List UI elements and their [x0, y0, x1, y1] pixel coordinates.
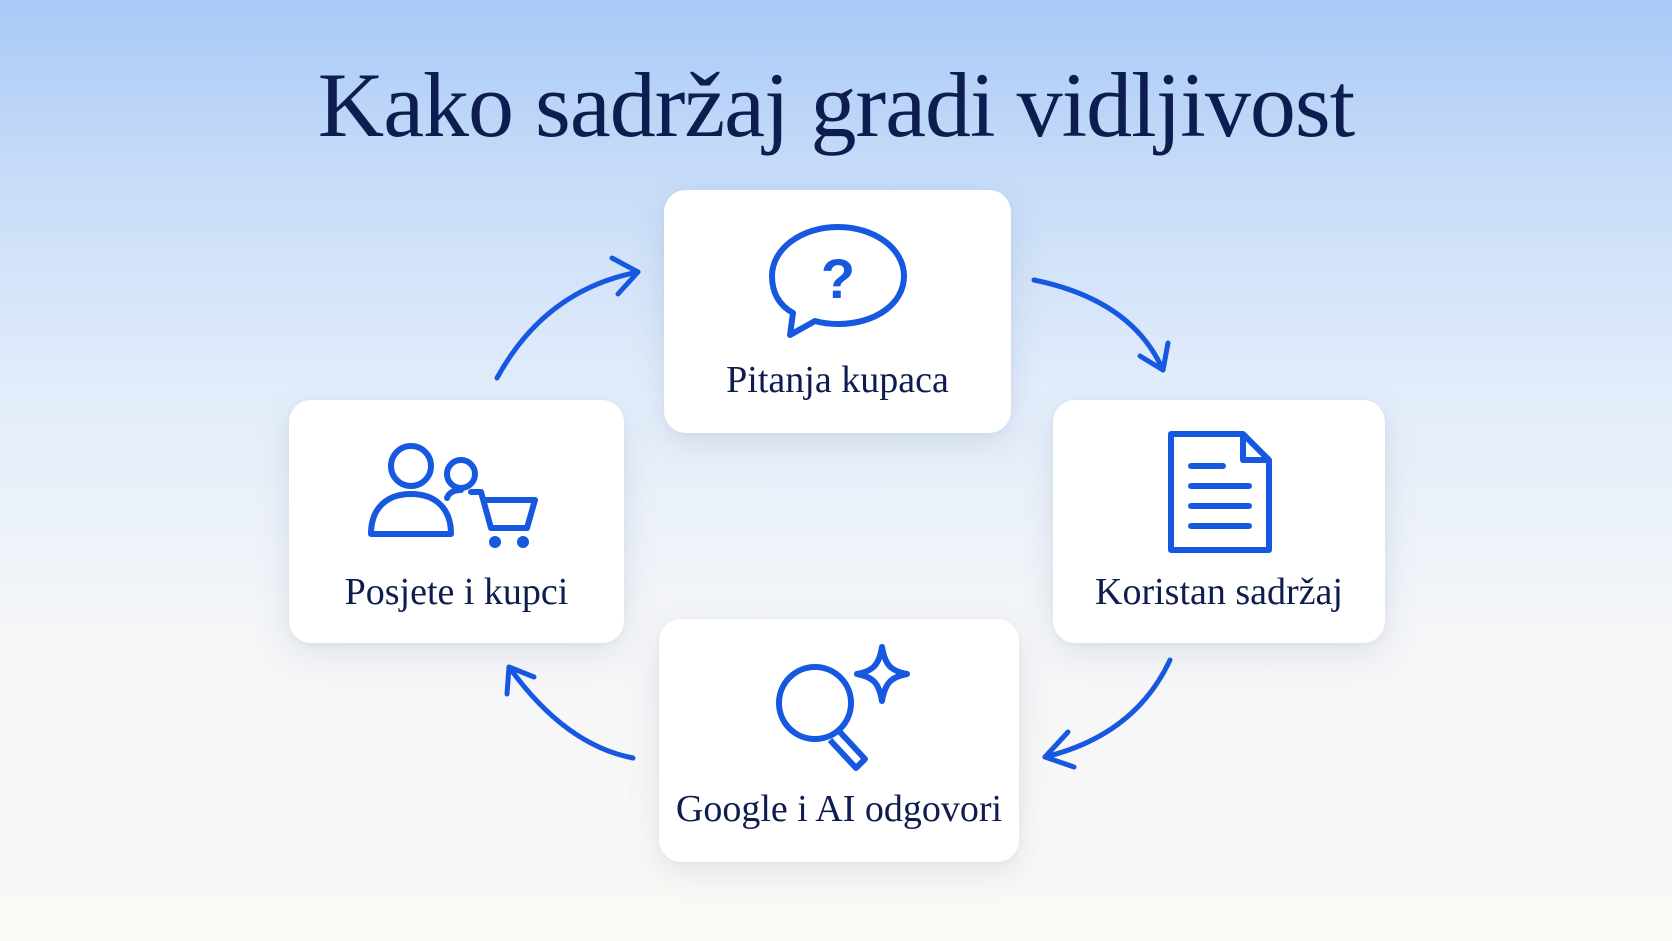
step-label: Posjete i kupci	[344, 571, 569, 613]
arrow-visits-to-questions	[494, 255, 641, 381]
document-icon	[1163, 428, 1275, 556]
step-card-customer-questions: ? Pitanja kupaca	[664, 190, 1011, 433]
step-label: Pitanja kupaca	[726, 359, 949, 401]
users-cart-icon	[367, 442, 547, 554]
step-label: Koristan sadržaj	[1095, 571, 1343, 613]
step-card-useful-content: Koristan sadržaj	[1053, 400, 1385, 643]
arrow-search-to-visits	[504, 664, 636, 761]
arrow-questions-to-content	[1031, 277, 1171, 373]
diagram-title: Kako sadržaj gradi vidljivost	[317, 54, 1355, 156]
step-label: Google i AI odgovori	[675, 788, 1003, 830]
svg-text:?: ?	[820, 247, 854, 310]
question-speech-bubble-icon: ?	[763, 220, 913, 340]
step-card-visits-customers: Posjete i kupci	[289, 400, 624, 643]
step-card-search-ai-answers: Google i AI odgovori	[659, 619, 1019, 862]
arrow-content-to-search	[1042, 657, 1173, 770]
search-sparkle-icon	[759, 641, 919, 773]
